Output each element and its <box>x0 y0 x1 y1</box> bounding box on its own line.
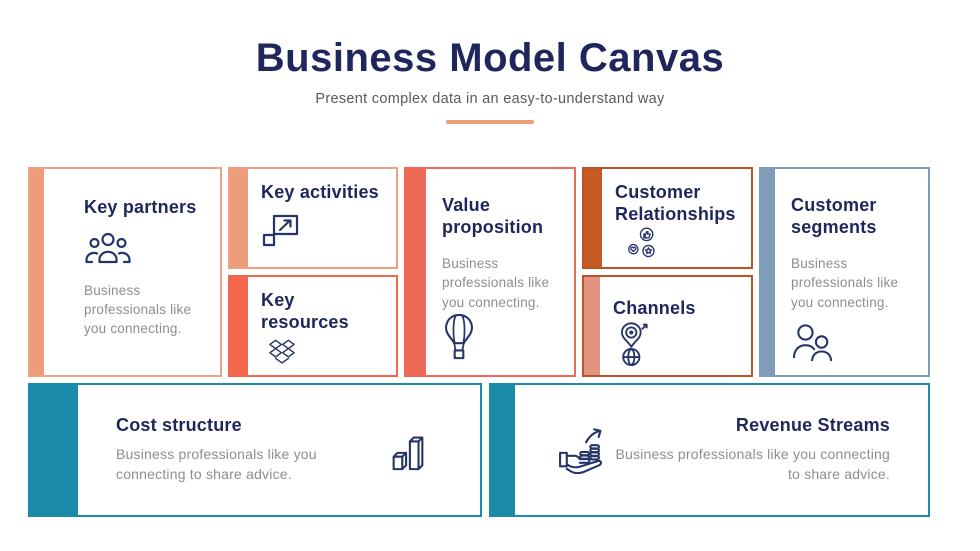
card-accent-bar <box>584 169 602 267</box>
hand-coins-growth-icon <box>559 428 603 474</box>
card-accent-bar <box>584 277 600 375</box>
card-customer-relationships: Customer Relationships <box>582 167 753 269</box>
card-title: Customer Relationships <box>615 182 736 224</box>
engagement-badges-icon <box>628 227 655 258</box>
card-body: Business professionals like you connecti… <box>84 282 192 336</box>
bar-chart-3d-icon <box>392 436 424 471</box>
card-title: Key resources <box>261 290 349 332</box>
two-people-icon <box>793 324 833 361</box>
card-title: Cost structure <box>116 415 242 436</box>
expand-arrow-icon <box>262 214 299 246</box>
canvas-grid: Key partners Business professionals like… <box>28 167 930 377</box>
card-accent-bar <box>491 385 515 515</box>
column-activities-resources: Key activities Key resources <box>228 167 398 377</box>
people-group-icon <box>85 232 131 263</box>
header: Business Model Canvas Present complex da… <box>0 0 980 124</box>
card-accent-bar <box>761 169 775 375</box>
card-title: Key activities <box>261 182 379 202</box>
card-revenue-streams: Revenue Streams Business professionals l… <box>489 383 930 517</box>
location-pin-globe-icon <box>620 321 648 366</box>
card-title: Value proposition <box>442 195 544 237</box>
open-box-icon <box>269 339 295 364</box>
card-accent-bar <box>406 169 426 375</box>
card-key-resources: Key resources <box>228 275 398 377</box>
card-key-activities: Key activities <box>228 167 398 269</box>
card-body: Business professionals like you connecti… <box>116 445 317 482</box>
card-title: Customer segments <box>791 195 877 237</box>
card-cost-structure: Cost structure Business professionals li… <box>28 383 482 517</box>
page-title: Business Model Canvas <box>255 36 725 80</box>
card-body: Business professionals like you connecti… <box>615 445 890 482</box>
hot-air-balloon-icon <box>444 313 474 360</box>
card-title: Revenue Streams <box>735 415 890 436</box>
card-customer-segments: Customer segments Business professionals… <box>759 167 930 377</box>
card-body: Business professionals like you connecti… <box>442 256 550 310</box>
bottom-row: Cost structure Business professionals li… <box>28 383 930 517</box>
card-channels: Channels <box>582 275 753 377</box>
card-key-partners: Key partners Business professionals like… <box>28 167 222 377</box>
card-value-proposition: Value proposition Business professionals… <box>404 167 576 377</box>
card-body: Business professionals like you connecti… <box>791 256 899 310</box>
card-accent-bar <box>30 169 44 375</box>
title-divider <box>446 120 534 124</box>
card-accent-bar <box>30 385 78 515</box>
page-subtitle: Present complex data in an easy-to-under… <box>315 91 665 107</box>
column-relationships-channels: Customer Relationships Channels <box>582 167 753 377</box>
card-title: Channels <box>613 298 696 318</box>
card-accent-bar <box>230 169 248 267</box>
card-title: Key partners <box>84 197 197 217</box>
card-accent-bar <box>230 277 248 375</box>
